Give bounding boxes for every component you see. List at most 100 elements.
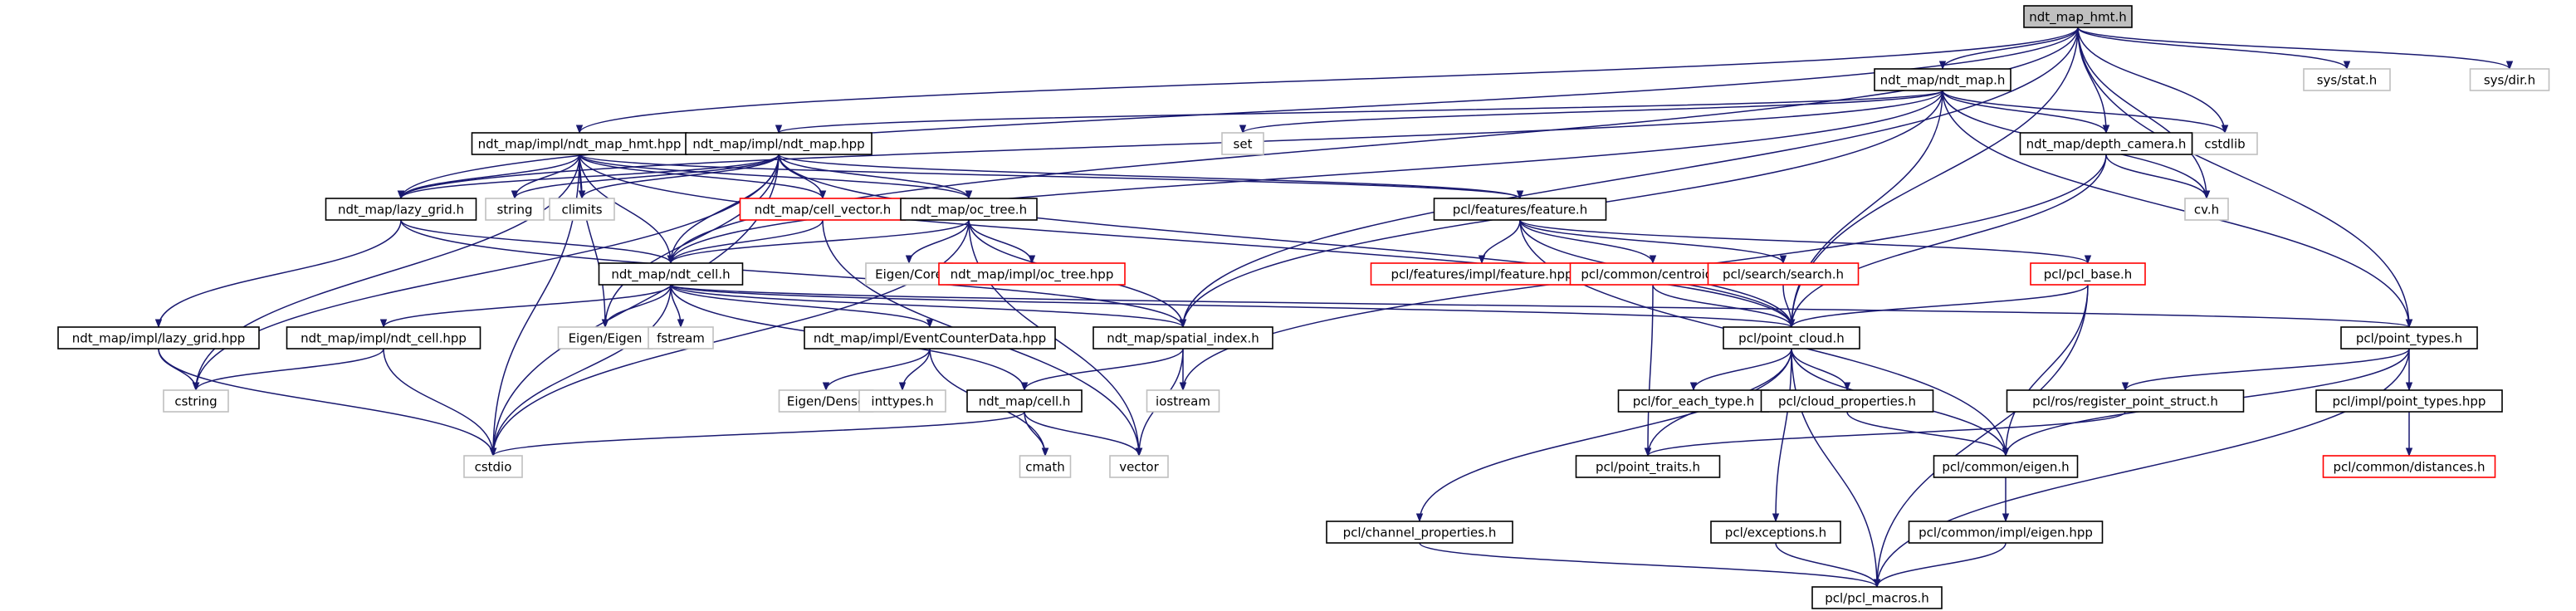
node-box [966,389,1083,413]
node-pcl-channel-properties-h[interactable]: pcl/channel_properties.h [1326,521,1513,544]
node-ndt-map-impl-ndt-cell-hpp[interactable]: ndt_map/impl/ndt_cell.hpp [286,326,481,349]
node-ndt-map-impl-ndt-map-hpp[interactable]: ndt_map/impl/ndt_map.hpp [685,132,873,155]
node-pcl-cloud-properties-h[interactable]: pcl/cloud_properties.h [1760,389,1934,413]
nodes-layer: ndt_map_hmt.h ndt_map/ndt_map.h sys/stat.h… [57,5,2550,609]
node-box [1146,389,1220,413]
node-ndt-map-depth-camera-h[interactable]: ndt_map/depth_camera.h [2019,132,2193,155]
edge-n19-n43 [1644,284,1654,457]
edges-layer [154,27,2514,589]
edge-n8-n9 [2105,154,2211,200]
node-ndt-map-lazy-grid-h[interactable]: ndt_map/lazy_grid.h [325,198,477,221]
node-pcl-for-each-type-h[interactable]: pcl/for_each_type.h [1617,389,1770,413]
node-label: fstream [657,331,705,346]
edge-n7-n14 [778,154,973,200]
node-pcl-common-distances-h[interactable]: pcl/common/distances.h [2322,455,2496,478]
node-label: ndt_map/oc_tree.h [911,203,1027,218]
node-string: string [485,198,545,221]
node-box [1760,389,1934,413]
node-label: climits [561,203,602,218]
edge-n0-n6 [576,27,2079,134]
node-ndt-map-oc-tree-h[interactable]: ndt_map/oc_tree.h [900,198,1038,221]
node-sys-stat-h: sys/stat.h [2303,68,2391,91]
node-pcl-impl-point-types-hpp[interactable]: pcl/impl/point_types.hpp [2315,389,2503,413]
node-ndt-map-cell-h[interactable]: ndt_map/cell.h [966,389,1083,413]
edge-n1-n4 [1239,90,1943,134]
edge-n15-n20 [1519,219,1787,265]
node-box [900,198,1038,221]
node-label: iostream [1156,394,1210,409]
node-label: inttypes.h [871,394,933,409]
edge-n15-n18 [1478,219,1521,265]
edge-n8-n29 [1787,154,2107,329]
node-label: pcl/features/impl/feature.hpp [1391,267,1572,282]
node-ndt-map-hmt-h: ndt_map_hmt.h [2023,5,2133,28]
node-label: ndt_map_hmt.h [2029,10,2127,26]
node-pcl-pcl-macros-h[interactable]: pcl/pcl_macros.h [1811,586,1943,609]
node-pcl-common-impl-eigen-hpp[interactable]: pcl/common/impl/eigen.hpp [1908,521,2104,544]
node-label: pcl/for_each_type.h [1633,394,1755,410]
node-label: ndt_map/spatial_index.h [1107,331,1259,347]
node-box [2006,389,2245,413]
node-vector: vector [1109,455,1169,478]
node-ndt-map-impl-ndt-map-hmt-hpp[interactable]: ndt_map/impl/ndt_map_hmt.hpp [471,132,688,155]
node-box [648,326,714,349]
node-pcl-features-impl-feature-hpp[interactable]: pcl/features/impl/feature.hpp [1370,262,1594,286]
node-box [938,262,1126,286]
edge-n23-n40 [158,348,497,457]
edge-n28-n34 [1020,348,1184,392]
node-pcl-ros-register-point-struct-h[interactable]: pcl/ros/register_point_struct.h [2006,389,2245,413]
node-ndt-map-spatial-index-h[interactable]: ndt_map/spatial_index.h [1092,326,1273,349]
node-pcl-point-types-h[interactable]: pcl/point_types.h [2340,326,2478,349]
node-label: pcl/channel_properties.h [1343,525,1497,541]
node-ndt-map-impl-lazy-grid-hpp[interactable]: ndt_map/impl/lazy_grid.hpp [57,326,260,349]
node-cv-h: cv.h [2184,198,2229,221]
node-box [2030,262,2146,286]
node-ndt-map-cell-vector-h[interactable]: ndt_map/cell_vector.h [739,198,907,221]
node-label: vector [1119,460,1159,475]
node-label: ndt_map/impl/lazy_grid.hpp [72,331,246,347]
edge-n34-n41 [1024,411,1049,457]
edge-n21-n49 [1873,284,2089,589]
node-pcl-search-search-h[interactable]: pcl/search/search.h [1707,262,1860,286]
node-label: ndt_map/impl/EventCounterData.hpp [814,331,1046,347]
edge-n0-n28 [1179,27,2079,329]
node-pcl-point-cloud-h[interactable]: pcl/point_cloud.h [1723,326,1860,349]
node-box [286,326,481,349]
node-label: pcl/point_traits.h [1596,460,1700,476]
node-label: pcl/cloud_properties.h [1778,394,1916,410]
node-box [163,389,229,413]
node-pcl-pcl-base-h[interactable]: pcl/pcl_base.h [2030,262,2146,286]
node-box [2184,198,2229,221]
edge-n15-n19 [1519,219,1657,265]
edge-n7-n25 [601,154,780,329]
edge-n7-n12 [578,154,780,200]
node-box [1617,389,1770,413]
edge-n1-n7 [775,90,1943,134]
node-pcl-features-feature-h[interactable]: pcl/features/feature.h [1433,198,1607,221]
node-label: pcl/exceptions.h [1725,525,1826,540]
edge-n10-n28 [400,219,1187,329]
node-label: cstring [174,394,217,409]
node-pcl-common-eigen-h[interactable]: pcl/common/eigen.h [1933,455,2079,478]
node-pcl-point-traits-h[interactable]: pcl/point_traits.h [1575,455,1721,478]
node-label: ndt_map/impl/oc_tree.hpp [951,267,1114,283]
node-pcl-exceptions-h[interactable]: pcl/exceptions.h [1710,521,1841,544]
node-box [1723,326,1860,349]
edge-n14-n17 [968,219,1036,265]
edge-n19-n29 [1652,284,1796,329]
node-box [2019,132,2193,155]
node-label: pcl/pcl_base.h [2044,267,2132,283]
node-label: ndt_map/cell_vector.h [755,203,892,218]
edge-n34-n40 [490,411,1025,457]
node-box [557,326,653,349]
node-ndt-map-ndt-map-h[interactable]: ndt_map/ndt_map.h [1874,68,2011,91]
edge-n38-n43 [1645,411,2126,457]
node-label: pcl/impl/point_types.hpp [2333,394,2486,410]
node-ndt-map-impl-eventcounterdata-hpp[interactable]: ndt_map/impl/EventCounterData.hpp [804,326,1056,349]
edge-n7-n10 [397,154,780,200]
edge-n7-n15 [778,154,1523,200]
node-label: ndt_map/impl/ndt_cell.hpp [301,331,467,347]
node-label: sys/stat.h [2317,73,2378,88]
node-ndt-map-impl-oc-tree-hpp[interactable]: ndt_map/impl/oc_tree.hpp [938,262,1126,286]
node-ndt-map-ndt-cell-h[interactable]: ndt_map/ndt_cell.h [598,262,744,286]
